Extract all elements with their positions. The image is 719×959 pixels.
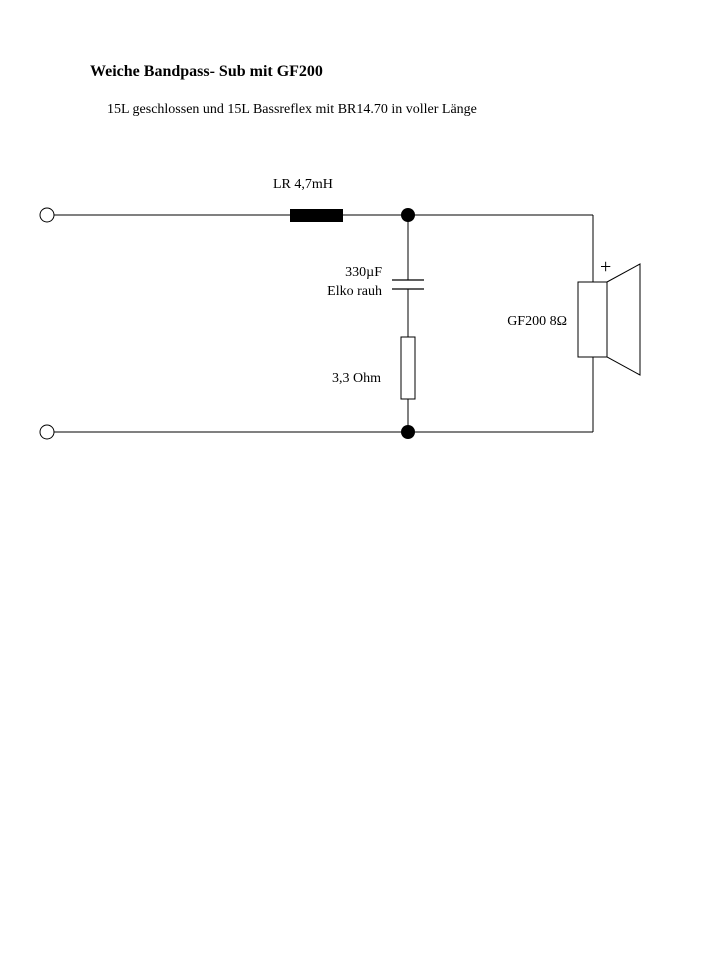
speaker-label: GF200 8Ω xyxy=(507,314,567,329)
inductor-symbol xyxy=(290,209,343,222)
capacitor-value-label: 330µF xyxy=(345,265,382,280)
document-subtitle: 15L geschlossen und 15L Bassreflex mit B… xyxy=(107,102,477,117)
capacitor-type-label: Elko rauh xyxy=(327,284,382,299)
document-title: Weiche Bandpass- Sub mit GF200 xyxy=(90,63,323,80)
speaker-polarity-label: + xyxy=(600,256,611,278)
speaker-cone xyxy=(606,263,641,376)
speaker-magnet xyxy=(577,281,608,358)
resistor-label: 3,3 Ohm xyxy=(332,371,381,386)
input-terminal-bottom xyxy=(39,424,55,440)
inductor-label: LR 4,7mH xyxy=(273,177,333,192)
input-terminal-top xyxy=(39,207,55,223)
resistor-symbol xyxy=(400,336,416,400)
